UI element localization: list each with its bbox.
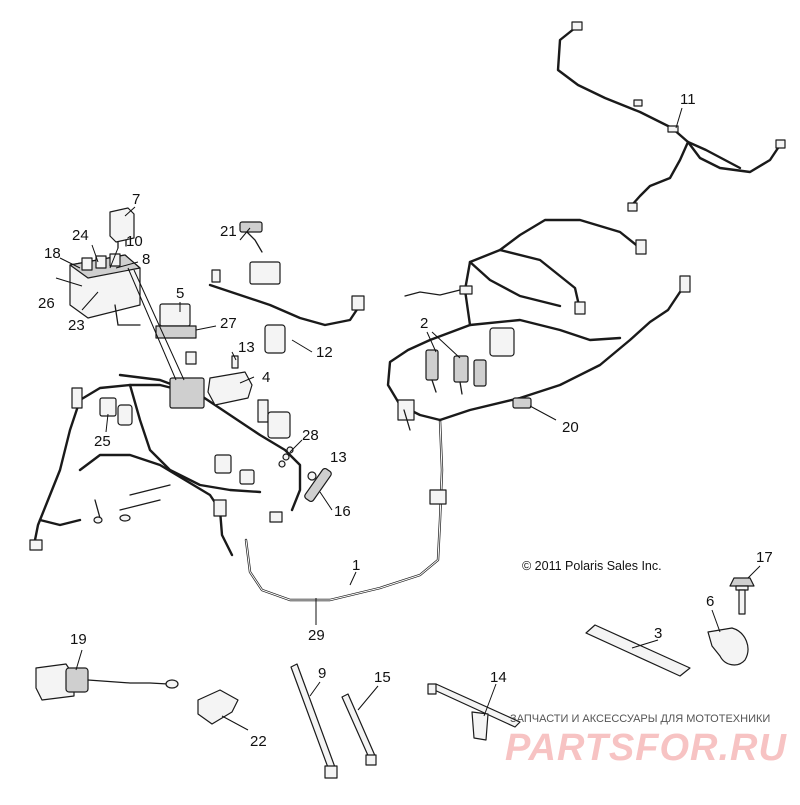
module-5-drawing (159, 303, 191, 327)
clip-28-drawing (278, 446, 294, 468)
callout-20: 20 (562, 419, 579, 436)
cable-tie-9-drawing (290, 663, 337, 774)
connector-20-drawing (512, 397, 532, 409)
callout-6: 6 (706, 593, 714, 610)
connectors-2-drawing (425, 327, 515, 395)
callout-14: 14 (490, 669, 507, 686)
copyright-notice: © 2011 Polaris Sales Inc. (522, 559, 662, 573)
callout-8: 8 (142, 251, 150, 268)
callout-10: 10 (126, 233, 143, 250)
callout-5: 5 (176, 285, 184, 302)
label-27-drawing (155, 325, 197, 339)
main-harness-drawing (244, 218, 691, 602)
callout-26: 26 (38, 295, 55, 312)
bracket-4-drawing (207, 371, 253, 406)
cable-tie-15-head (365, 754, 377, 766)
callout-1: 1 (352, 557, 360, 574)
callout-23: 23 (68, 317, 85, 334)
callout-numbers: 1 2 3 4 5 6 7 8 9 10 11 12 13 13 14 15 1… (38, 91, 773, 750)
callout-28: 28 (302, 427, 319, 444)
callout-27: 27 (220, 315, 237, 332)
bolt-17-drawing (729, 577, 755, 615)
watermark-brand: PARTSFOR.RU (505, 727, 787, 769)
callout-22: 22 (250, 733, 267, 750)
clip-22-drawing (197, 689, 239, 725)
callout-7: 7 (132, 191, 140, 208)
callout-13a: 13 (238, 339, 255, 356)
cable-tie-15-drawing (341, 693, 377, 761)
callout-16: 16 (334, 503, 351, 520)
watermark-tagline: ЗАПЧАСТИ И АКСЕССУАРЫ ДЛЯ МОТОТЕХНИКИ (510, 713, 770, 725)
leader-lines (55, 107, 761, 731)
callout-2: 2 (420, 315, 428, 332)
callout-21: 21 (220, 223, 237, 240)
callout-17: 17 (756, 549, 773, 566)
connector-19-drawing (35, 663, 179, 701)
strip-3-drawing (585, 624, 691, 677)
relay-7-drawing (109, 207, 135, 249)
fuse-box-drawing (69, 253, 141, 326)
rear-harness-drawing (556, 21, 786, 212)
fastener-13-drawing (231, 355, 239, 369)
callout-3: 3 (654, 625, 662, 642)
callout-18: 18 (44, 245, 61, 262)
callout-13b: 13 (330, 449, 347, 466)
clamp-6-drawing (707, 627, 749, 666)
cable-tie-9-head (324, 765, 338, 779)
fastener-13b-drawing (307, 471, 317, 481)
cable-tie-14-drawing (427, 683, 521, 741)
callout-15: 15 (374, 669, 391, 686)
callout-25: 25 (94, 433, 111, 450)
callout-11: 11 (680, 91, 696, 108)
callout-24: 24 (72, 227, 89, 244)
callout-4: 4 (262, 369, 270, 386)
upper-harness-drawing (208, 221, 365, 354)
terminal-16-drawing (304, 467, 332, 503)
callout-9: 9 (318, 665, 326, 682)
callout-12: 12 (316, 344, 333, 361)
front-harness-drawing (29, 373, 302, 557)
callout-19: 19 (70, 631, 87, 648)
fuse-block-drawing (169, 377, 205, 409)
small-relay-drawing (185, 351, 197, 365)
callout-29: 29 (308, 627, 325, 644)
